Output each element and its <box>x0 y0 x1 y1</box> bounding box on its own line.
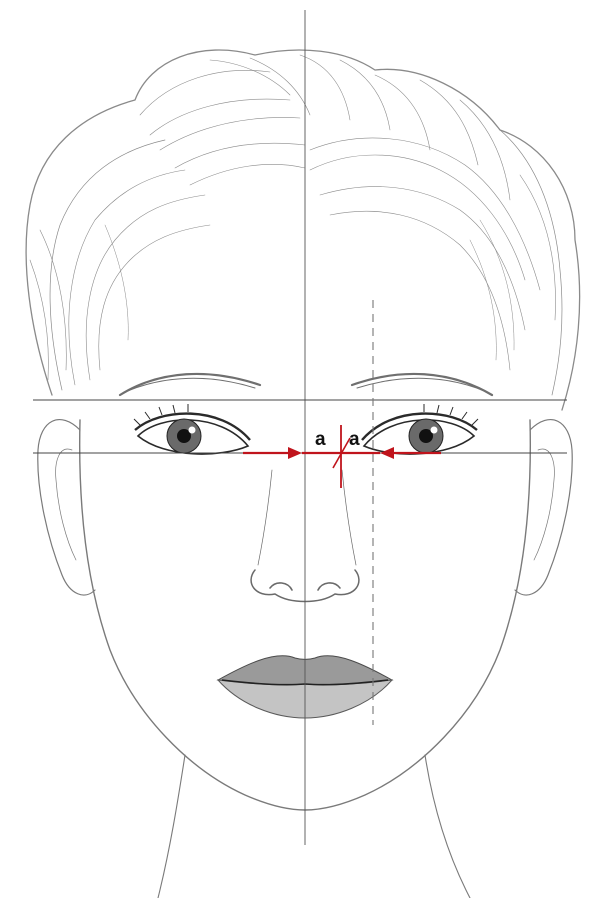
left-distance-label: a <box>315 429 326 450</box>
left-arrowhead <box>288 447 302 459</box>
left-ear-outline <box>38 420 95 595</box>
left-nostril <box>270 583 292 590</box>
right-distance-label: a <box>349 429 360 450</box>
right-ear-outline <box>515 420 572 595</box>
neck-outline <box>158 755 185 898</box>
left-eye <box>134 404 250 454</box>
eyebrows <box>120 374 492 395</box>
left-eyebrow <box>120 374 260 395</box>
right-eye <box>362 404 478 454</box>
guide-lines <box>33 10 567 845</box>
right-nostril <box>318 583 340 590</box>
hair-sketch <box>26 50 580 410</box>
